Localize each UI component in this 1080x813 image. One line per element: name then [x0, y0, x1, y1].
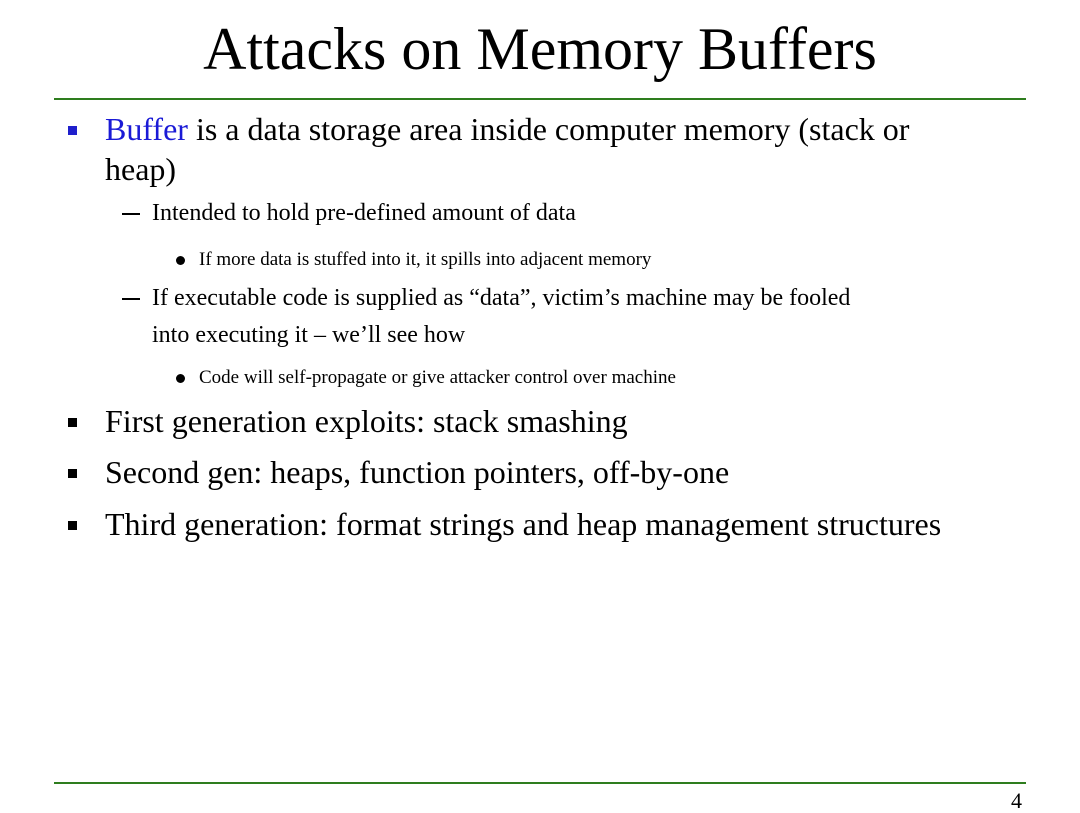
slide-title: Attacks on Memory Buffers [203, 16, 877, 82]
bullet-text: Third generation: format strings and hea… [105, 506, 942, 542]
subsubbullet-text: Code will self-propagate or give attacke… [199, 367, 676, 388]
square-bullet-icon [68, 521, 77, 530]
square-bullet-icon [68, 469, 77, 478]
bullet-text: is a data storage area inside computer m… [187, 111, 910, 147]
page-number: 4 [1011, 788, 1022, 813]
bullet-line-1: Buffer is a data storage area inside com… [105, 110, 909, 148]
square-bullet-icon [68, 418, 77, 427]
dot-bullet-icon [176, 374, 185, 383]
dash-bullet-icon [122, 298, 140, 300]
bullet-text: First generation exploits: stack smashin… [105, 403, 628, 439]
subbullet-text: Intended to hold pre-defined amount of d… [152, 200, 576, 226]
square-bullet-icon [68, 126, 77, 135]
bullet-text: Second gen: heaps, function pointers, of… [105, 454, 730, 490]
subbullet-line-2: into executing it – we’ll see how [152, 322, 466, 348]
subsubbullet-text: If more data is stuffed into it, it spil… [199, 249, 652, 270]
dash-bullet-icon [122, 213, 140, 215]
footer-divider [54, 782, 1026, 784]
bullet-line-2: heap) [105, 151, 177, 187]
highlighted-term: Buffer [105, 111, 188, 147]
subbullet-line-1: If executable code is supplied as “data”… [152, 285, 851, 311]
title-divider [54, 98, 1026, 100]
dot-bullet-icon [176, 256, 185, 265]
